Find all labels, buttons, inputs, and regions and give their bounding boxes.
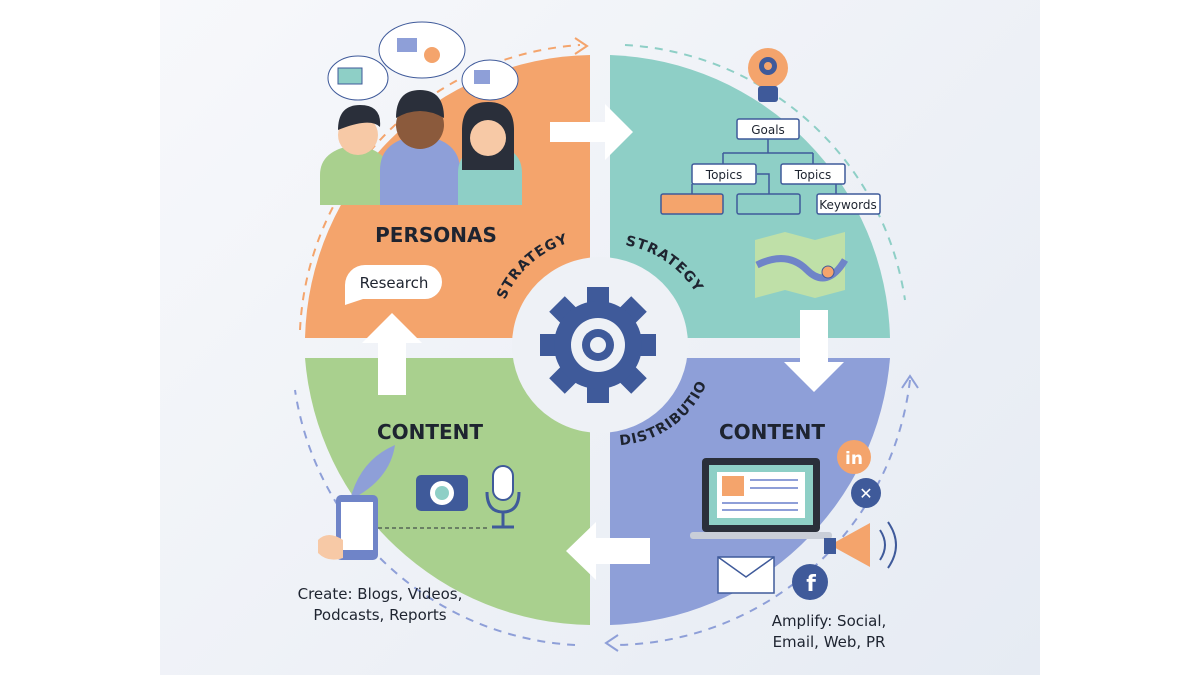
linkedin-icon	[837, 440, 871, 474]
tree-node-goals-label: Goals	[751, 123, 785, 137]
feather-pen-icon	[350, 445, 395, 500]
cycle-dashed-arc	[624, 44, 906, 301]
cycle-dashed-arc	[294, 389, 576, 646]
tree-node-topics	[691, 163, 757, 185]
flow-arrow-down	[784, 310, 844, 392]
microphone-icon	[485, 465, 521, 529]
facebook-icon	[792, 564, 828, 600]
tree-node-goals	[736, 118, 800, 140]
content-cycle-diagram: PERSONAS Research STRATEGY Goals Topics …	[160, 0, 919, 652]
tree-node-topics-label: Topics	[705, 168, 742, 182]
tree-node-keywords	[816, 193, 881, 215]
arrowhead-icon	[604, 634, 619, 652]
amplify-caption-line2: Email, Web, PR	[773, 633, 886, 651]
personas-title: PERSONAS	[375, 223, 497, 247]
envelope-icon	[717, 556, 775, 594]
tree-node-empty	[736, 193, 801, 215]
tree-node-empty	[660, 193, 724, 215]
personas-illustration	[320, 21, 522, 205]
research-label: Research	[360, 274, 429, 292]
megaphone-icon	[824, 521, 897, 569]
flow-arrow-right	[550, 104, 633, 160]
tree-node-topics	[780, 163, 846, 185]
tree-node-keywords-label: Keywords	[819, 198, 877, 212]
create-caption-line1: Create: Blogs, Videos,	[298, 585, 463, 603]
x-icon-label: ✕	[859, 484, 872, 503]
create-caption-line2: Podcasts, Reports	[313, 606, 446, 624]
lightbulb-icon	[748, 48, 788, 102]
tablet-icon	[318, 495, 378, 560]
research-bubble	[345, 265, 442, 305]
x-twitter-icon	[851, 478, 881, 508]
arrowhead-icon	[901, 374, 919, 389]
linkedin-icon-label: in	[845, 449, 863, 469]
content-create-title: CONTENT	[377, 420, 483, 444]
camera-icon	[416, 475, 468, 511]
amplify-caption-line1: Amplify: Social,	[772, 612, 887, 630]
map-icon	[755, 232, 849, 298]
flow-arrow-left	[566, 522, 650, 580]
arrowhead-icon	[574, 37, 589, 55]
flow-arrow-up	[362, 313, 422, 395]
gear-icon	[515, 262, 681, 428]
tree-node-topics-label: Topics	[794, 168, 831, 182]
topic-tree	[691, 139, 837, 194]
facebook-icon-label: f	[806, 572, 816, 597]
content-distribution-title: CONTENT	[719, 420, 825, 444]
cycle-dashed-arc	[299, 44, 581, 331]
laptop-icon	[690, 458, 832, 539]
diagram-canvas: PERSONAS Research STRATEGY Goals Topics …	[160, 0, 1040, 675]
